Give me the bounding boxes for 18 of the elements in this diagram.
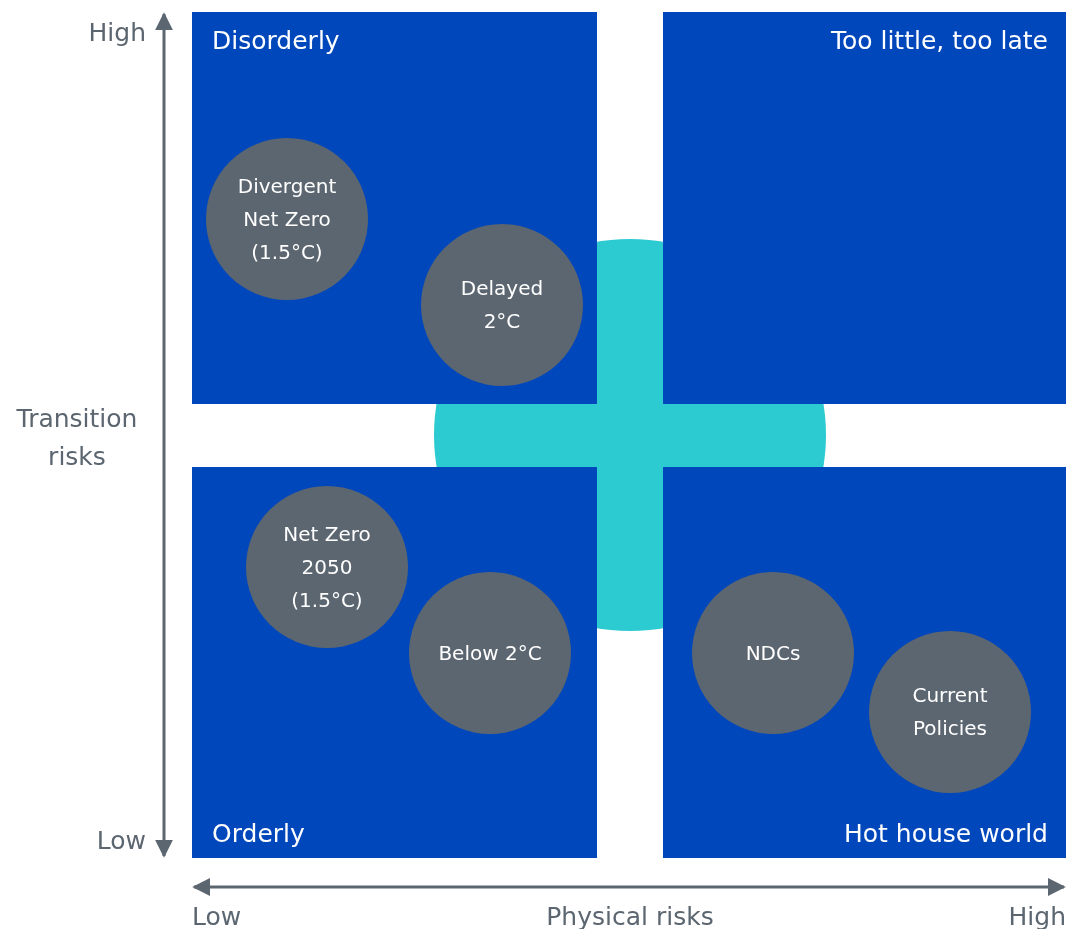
scenario-label: Divergent Net Zero (1.5°C): [236, 172, 338, 266]
scenario-label: Below 2°C: [437, 639, 543, 667]
scenario-label: Delayed 2°C: [459, 275, 545, 335]
scenario-label: Net Zero 2050 (1.5°C): [282, 520, 372, 614]
axis-tick-label: High: [87, 17, 146, 49]
axis-title: Transition risks: [15, 403, 139, 473]
quadrant-panel: [192, 12, 597, 404]
scenario-label: NDCs: [744, 639, 802, 667]
quadrant-title: Too little, too late: [830, 26, 1048, 55]
axis-tick-label: Low: [192, 901, 243, 929]
axis-tick-label: Low: [95, 825, 146, 857]
quadrant-title: Hot house world: [843, 819, 1048, 848]
quadrant-title: Disorderly: [212, 26, 340, 55]
quadrant-panel: [663, 12, 1066, 404]
scenario-label: Current Policies: [911, 682, 989, 742]
quadrant-title: Orderly: [212, 819, 305, 848]
quadrant-panel: [663, 467, 1066, 858]
quadrant-panel: [192, 467, 597, 858]
